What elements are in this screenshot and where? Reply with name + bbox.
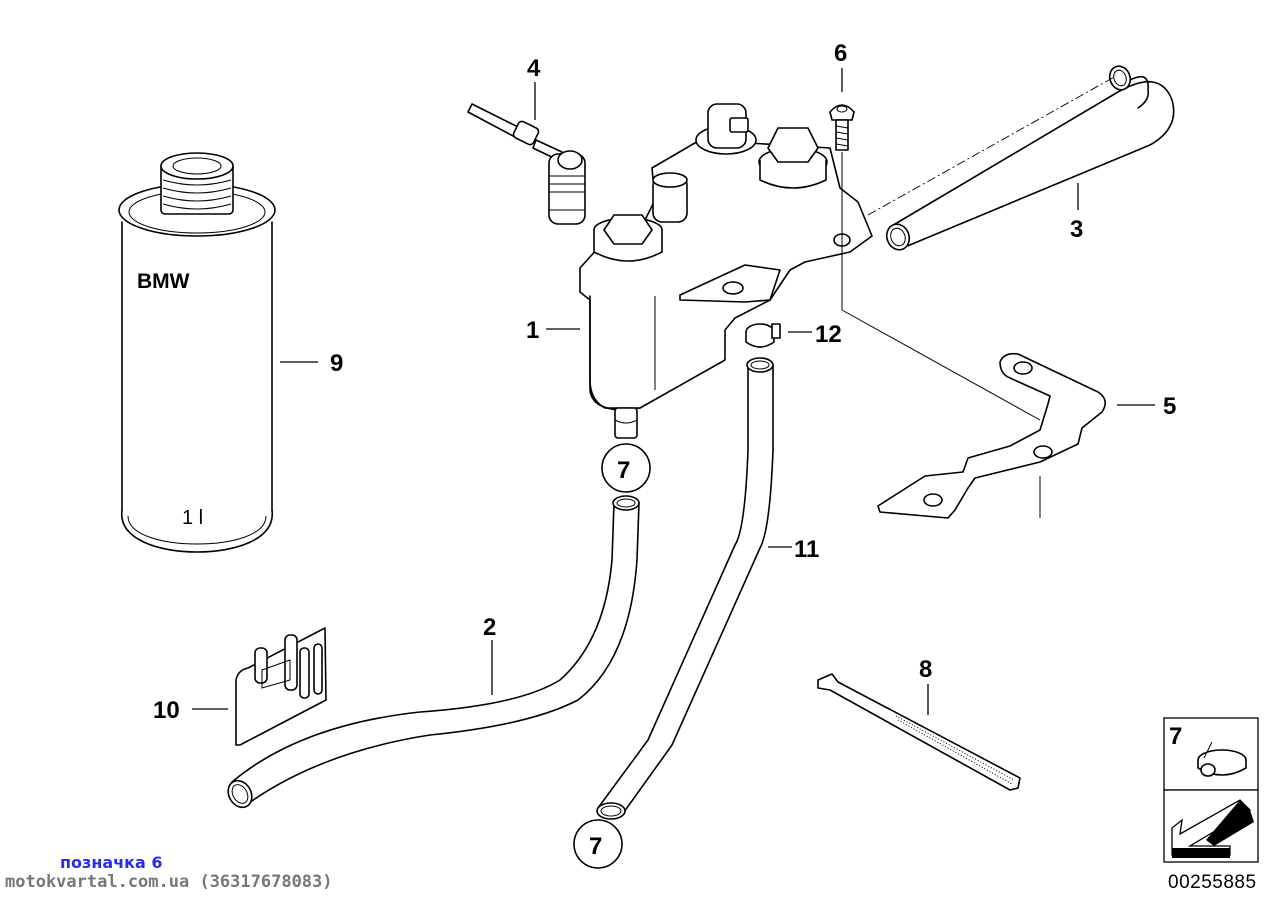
callout-11[interactable]: 11	[794, 536, 819, 563]
callout-7-upper: 7	[617, 457, 630, 484]
callout-6[interactable]: 6	[834, 40, 847, 67]
callout-7-lower: 7	[589, 833, 602, 860]
legend-clamp-box: 7	[1163, 717, 1259, 791]
hose-part-3[interactable]	[883, 63, 1175, 253]
hose-clamp-icon	[1197, 741, 1247, 777]
expansion-tank-part-1[interactable]	[579, 103, 873, 439]
clamp-part-12[interactable]	[745, 323, 781, 348]
legend-arrow-box	[1163, 789, 1259, 863]
callout-4[interactable]: 4	[527, 55, 541, 82]
callout-5[interactable]: 5	[1163, 393, 1176, 420]
callout-12[interactable]: 12	[815, 321, 842, 348]
clamp-callout-7-lower[interactable]: 7	[573, 819, 623, 869]
screw-part-6[interactable]	[829, 104, 855, 151]
callout-1[interactable]: 1	[526, 317, 539, 344]
reference-number: 00255885	[1168, 872, 1257, 893]
bottle-brand-text: BMW	[137, 270, 190, 293]
callout-8[interactable]: 8	[919, 656, 932, 683]
holder-clip-part-10[interactable]	[235, 627, 327, 746]
clamp-callout-7-upper[interactable]: 7	[601, 443, 651, 493]
callout-2[interactable]: 2	[483, 614, 496, 641]
coolant-bottle-part-9[interactable]: BMW 1 l	[118, 152, 276, 553]
callout-9[interactable]: 9	[330, 350, 343, 377]
bottle-volume-text: 1 l	[182, 507, 203, 529]
footer-label: позначка 6	[60, 853, 163, 872]
legend-item-number: 7	[1169, 723, 1182, 750]
callout-10[interactable]: 10	[153, 697, 180, 724]
callout-3[interactable]: 3	[1070, 216, 1083, 243]
bracket-part-5[interactable]	[877, 352, 1106, 519]
sensor-part-4[interactable]	[467, 103, 586, 225]
footer-site-link[interactable]: motokvartal.com.ua (36317678083)	[5, 872, 333, 892]
cable-tie-part-8[interactable]	[817, 673, 1021, 791]
hose-part-2[interactable]	[223, 495, 640, 812]
arrow-down-left-icon	[1171, 799, 1254, 858]
hose-part-11[interactable]	[596, 357, 774, 820]
